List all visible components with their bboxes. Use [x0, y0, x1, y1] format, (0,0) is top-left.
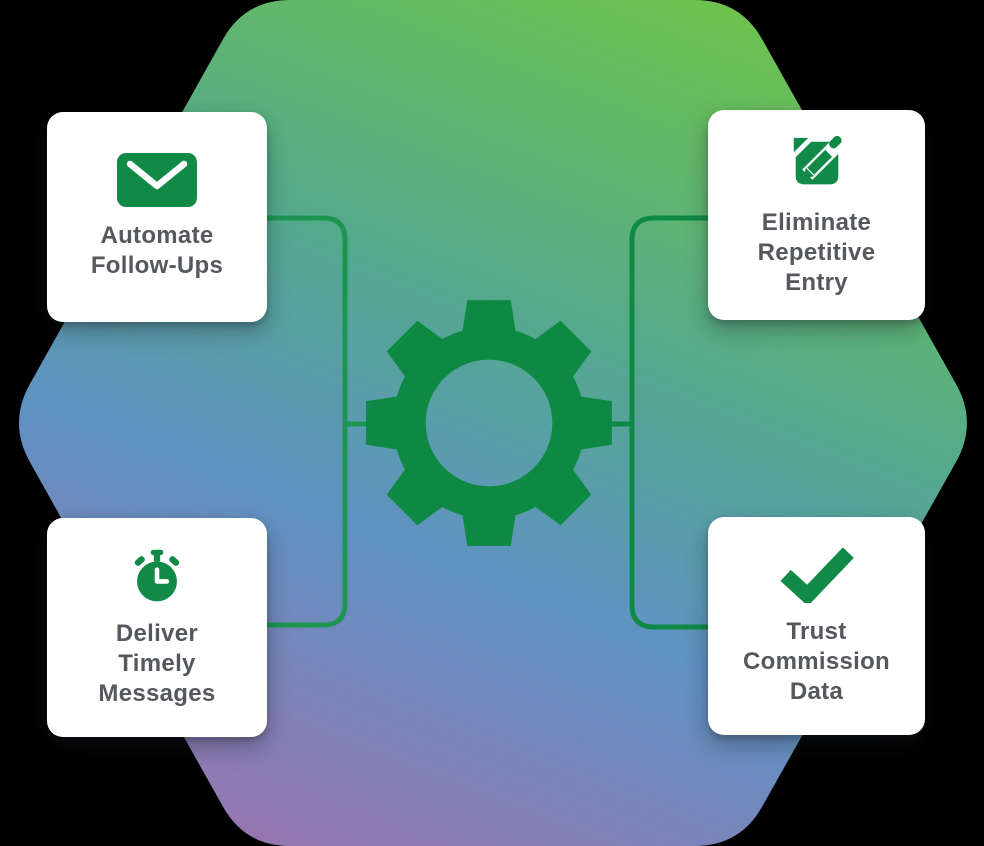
card-label-line: Automate [100, 222, 214, 249]
gear-icon [366, 300, 612, 546]
card-label-line: Messages [98, 679, 216, 707]
check-icon [779, 546, 855, 603]
envelope-icon [117, 153, 197, 207]
card-label-line: Follow-Ups [90, 252, 224, 279]
card-label: Trust Commission Data [743, 617, 890, 707]
card-eliminate-repetitive-entry: Eliminate Repetitive Entry [708, 110, 925, 320]
card-label-line: Commission [742, 647, 891, 675]
card-label: Automate Follow-Ups [91, 221, 223, 281]
card-label: Eliminate Repetitive Entry [758, 208, 876, 298]
card-label-line: Repetitive [757, 239, 876, 266]
card-label-line: Data [789, 677, 844, 705]
note-pencil-icon [786, 132, 848, 194]
card-label-line: Eliminate [761, 209, 872, 236]
card-trust-commission-data: Trust Commission Data [708, 517, 925, 735]
card-automate-follow-ups: Automate Follow-Ups [47, 112, 267, 322]
card-label-line: Entry [785, 269, 848, 296]
card-label-line: Timely [118, 649, 196, 677]
stopwatch-icon [128, 547, 186, 605]
card-label-line: Deliver [115, 619, 199, 647]
card-label: Deliver Timely Messages [98, 619, 215, 709]
card-deliver-timely-messages: Deliver Timely Messages [47, 518, 267, 737]
card-label-line: Trust [786, 617, 847, 645]
